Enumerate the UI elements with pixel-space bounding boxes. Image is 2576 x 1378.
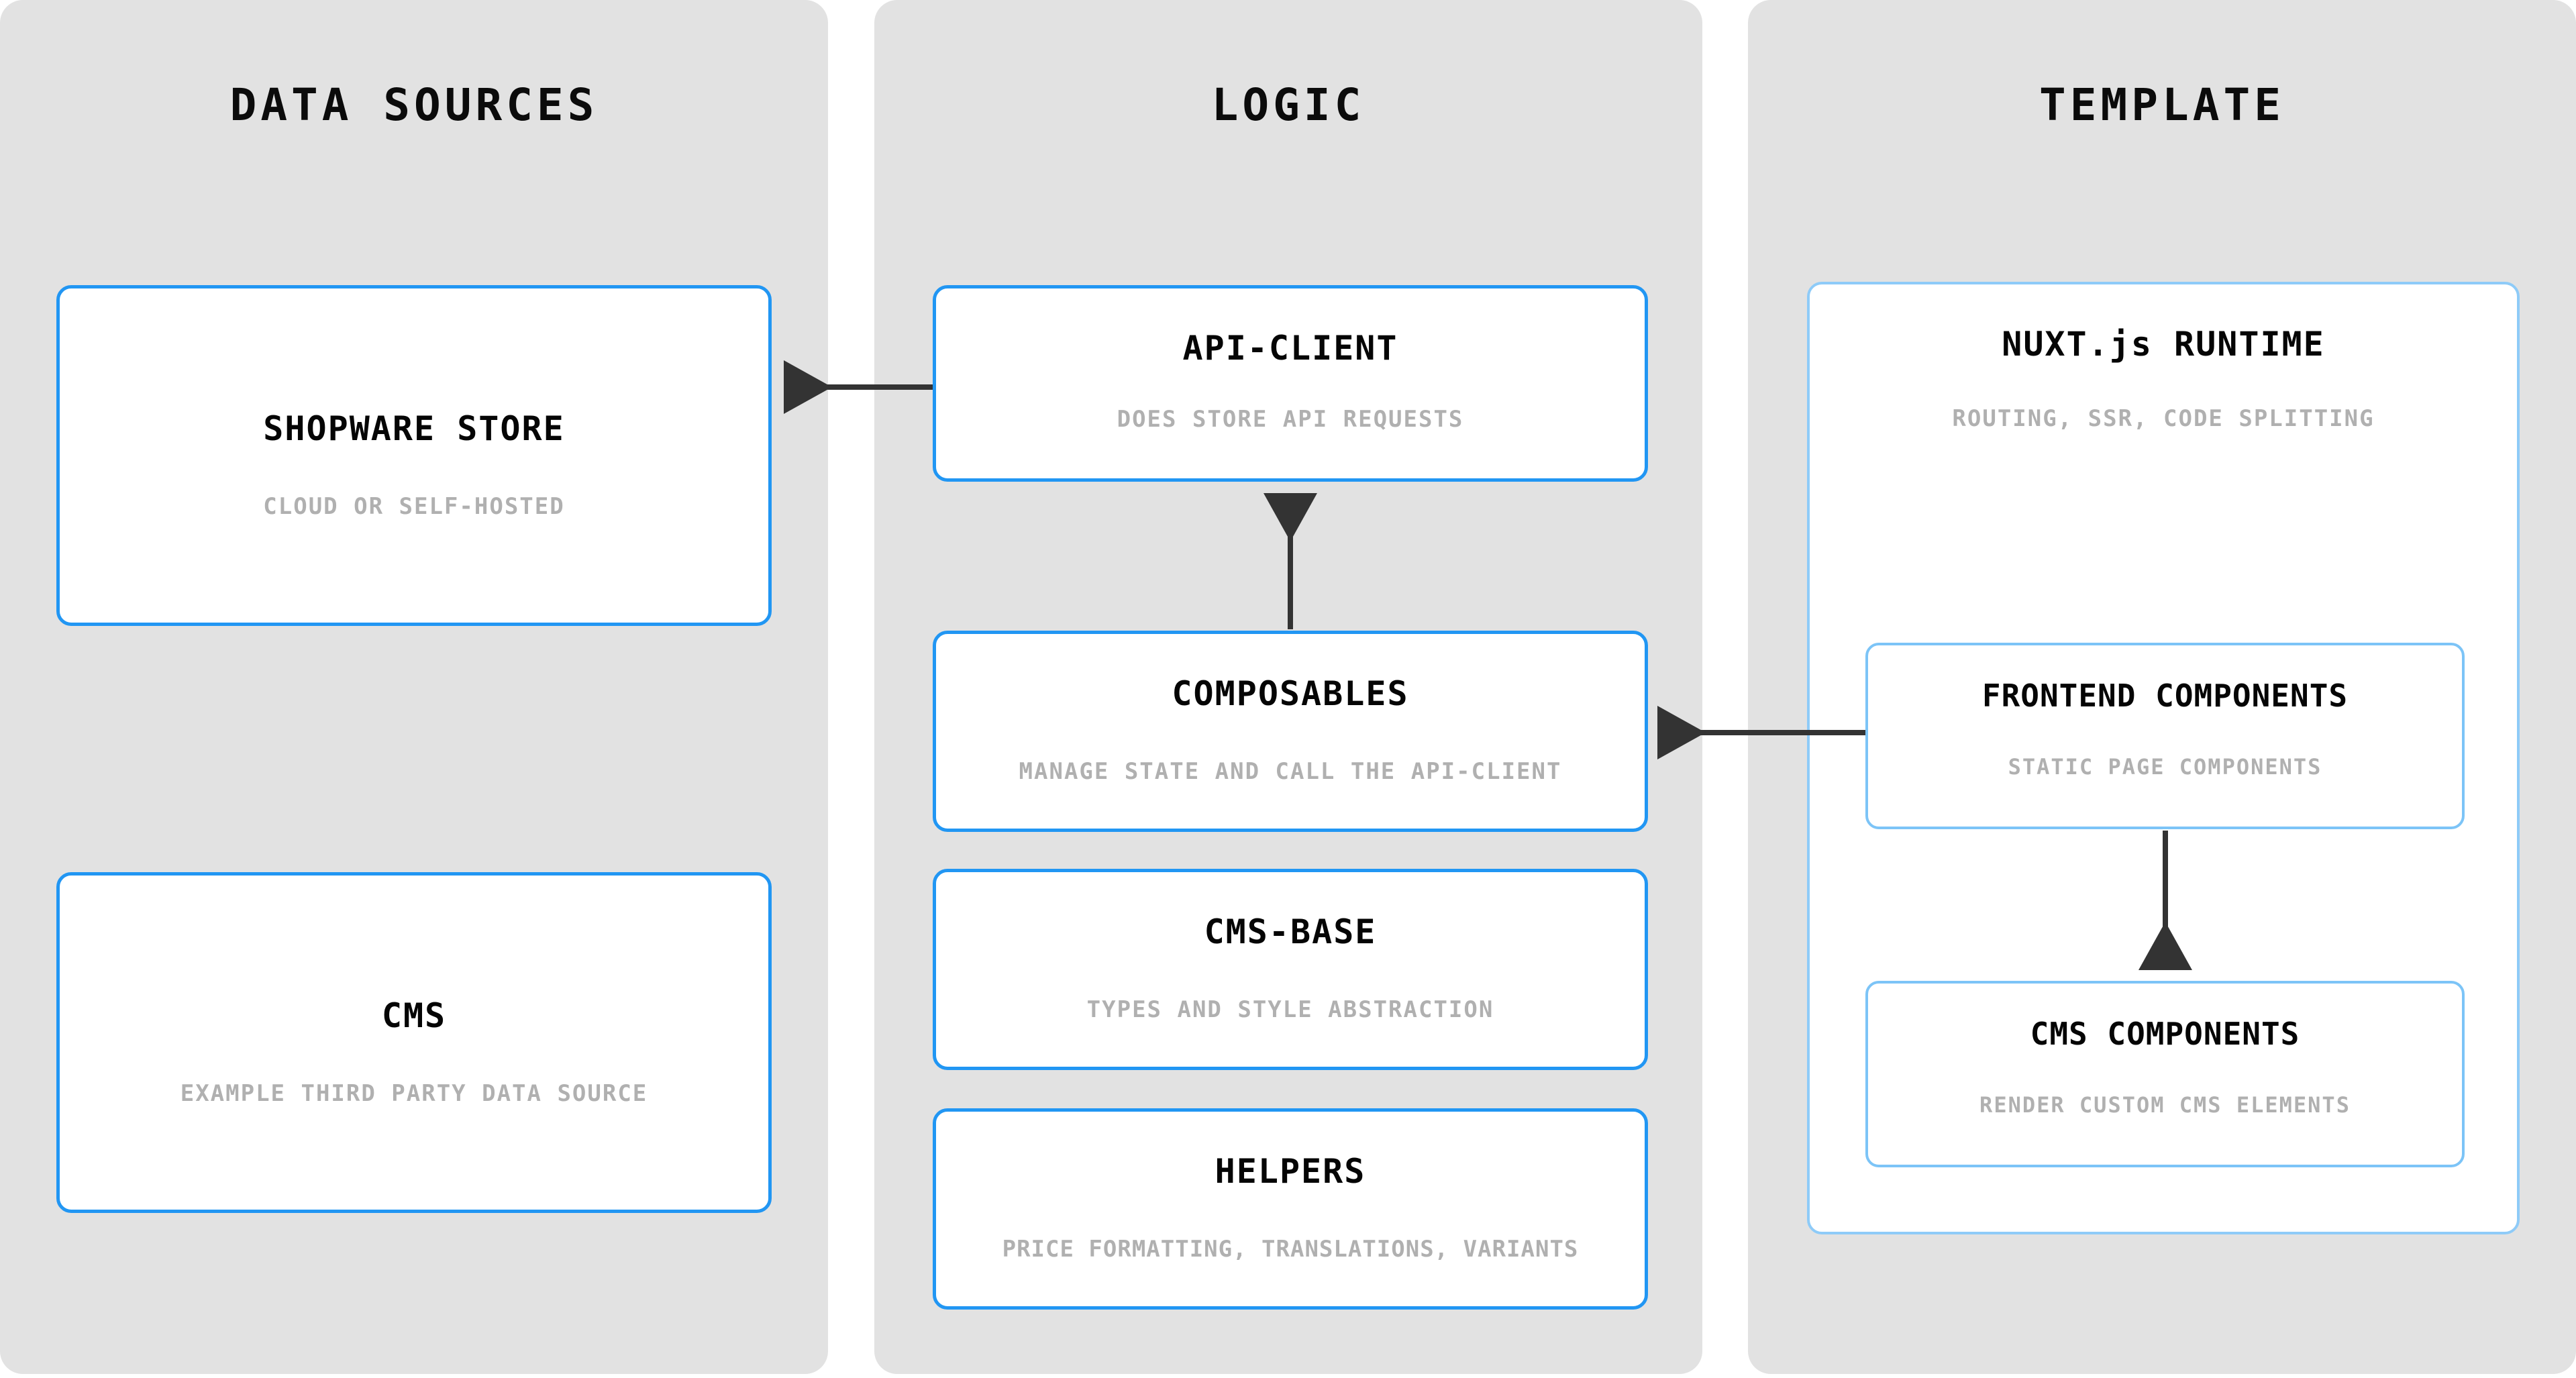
- panel-title-template: TEMPLATE: [2039, 79, 2285, 131]
- card-subtitle-helpers: PRICE FORMATTING, TRANSLATIONS, VARIANTS: [1002, 1236, 1579, 1263]
- card-subtitle-cms: EXAMPLE THIRD PARTY DATA SOURCE: [180, 1080, 648, 1107]
- card-shopware-store[interactable]: SHOPWARE STORE CLOUD OR SELF-HOSTED: [56, 285, 772, 626]
- card-frontend-components[interactable]: FRONTEND COMPONENTS STATIC PAGE COMPONEN…: [1865, 643, 2465, 829]
- card-title-frontend-components: FRONTEND COMPONENTS: [1981, 678, 2349, 714]
- card-title-composables: COMPOSABLES: [1172, 674, 1409, 713]
- card-title-helpers: HELPERS: [1215, 1152, 1366, 1191]
- card-subtitle-shopware-store: CLOUD OR SELF-HOSTED: [263, 493, 565, 520]
- card-title-nuxt-runtime: NUXT.js RUNTIME: [2002, 325, 2325, 364]
- card-helpers[interactable]: HELPERS PRICE FORMATTING, TRANSLATIONS, …: [933, 1108, 1648, 1310]
- card-title-api-client: API-CLIENT: [1182, 329, 1398, 368]
- card-title-cms-base: CMS-BASE: [1204, 912, 1377, 951]
- card-composables[interactable]: COMPOSABLES MANAGE STATE AND CALL THE AP…: [933, 631, 1648, 832]
- card-subtitle-nuxt-runtime: ROUTING, SSR, CODE SPLITTING: [1952, 405, 2375, 432]
- card-subtitle-frontend-components: STATIC PAGE COMPONENTS: [2008, 754, 2322, 780]
- card-api-client[interactable]: API-CLIENT DOES STORE API REQUESTS: [933, 285, 1648, 482]
- card-title-cms: CMS: [381, 996, 447, 1035]
- panel-title-logic: LOGIC: [1211, 79, 1366, 131]
- card-title-cms-components: CMS COMPONENTS: [2030, 1016, 2300, 1052]
- card-cms[interactable]: CMS EXAMPLE THIRD PARTY DATA SOURCE: [56, 872, 772, 1213]
- card-subtitle-api-client: DOES STORE API REQUESTS: [1117, 406, 1464, 433]
- card-cms-components[interactable]: CMS COMPONENTS RENDER CUSTOM CMS ELEMENT…: [1865, 981, 2465, 1167]
- panel-title-data-sources: DATA SOURCES: [229, 79, 599, 131]
- card-subtitle-composables: MANAGE STATE AND CALL THE API-CLIENT: [1019, 758, 1562, 785]
- card-cms-base[interactable]: CMS-BASE TYPES AND STYLE ABSTRACTION: [933, 869, 1648, 1070]
- card-subtitle-cms-components: RENDER CUSTOM CMS ELEMENTS: [1979, 1092, 2351, 1118]
- card-title-shopware-store: SHOPWARE STORE: [263, 409, 565, 448]
- card-subtitle-cms-base: TYPES AND STYLE ABSTRACTION: [1086, 996, 1494, 1023]
